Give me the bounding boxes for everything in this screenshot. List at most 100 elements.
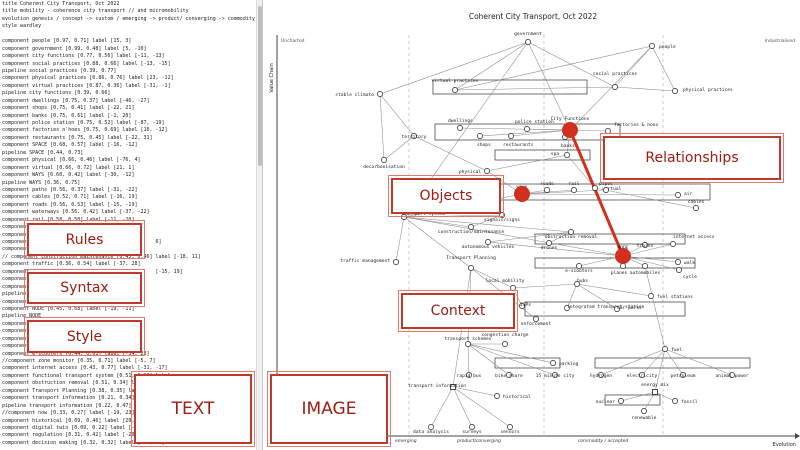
map-link: [512, 287, 523, 307]
stage-label: commodity / accepted: [578, 438, 629, 444]
map-node: [649, 43, 655, 49]
map-link: [622, 255, 679, 263]
code-line[interactable]: pipeline SPACE [0.44, 0.73]: [2, 149, 84, 156]
code-line[interactable]: component dwellings [0.75, 0.37] label […: [2, 97, 150, 104]
map-node: [524, 126, 530, 132]
code-line[interactable]: component NODE [0.45, 0.68] label [-19, …: [2, 305, 135, 312]
map-node: [466, 372, 472, 378]
stage-label: emerging: [395, 438, 417, 444]
map-node-label: 15 minute city: [536, 373, 575, 379]
code-line[interactable]: component virtual [0.66, 0.72] label [21…: [2, 164, 135, 171]
editor-scrollbar[interactable]: [256, 0, 262, 450]
code-line[interactable]: component banks [0.75, 0.61] label [-1, …: [2, 112, 132, 119]
code-line[interactable]: component people [0.97, 0.71] label [15,…: [2, 38, 132, 45]
code-line[interactable]: component waterways [0.56, 0.42] label […: [2, 209, 150, 216]
code-line[interactable]: component internet access [0.43, 0.77] l…: [2, 365, 168, 372]
map-link: [379, 41, 529, 95]
map-link: [643, 391, 656, 412]
code-line[interactable]: component: [2, 335, 30, 342]
code-line[interactable]: component: [2, 320, 30, 327]
code-line[interactable]: component: [2, 276, 30, 283]
code-line[interactable]: component: [2, 224, 30, 231]
code-line[interactable]: component 6]: [2, 239, 162, 245]
code-line[interactable]: [2, 31, 256, 38]
map-link: [620, 391, 656, 402]
map-node: [603, 187, 609, 193]
map-link: [467, 343, 470, 376]
code-line[interactable]: component restaurants [0.75, 0.45] label…: [2, 134, 153, 141]
code-line[interactable]: style wardley: [2, 23, 42, 30]
map-node: [670, 241, 676, 247]
code-line[interactable]: component paths [0.56, 0.37] label [-31,…: [2, 186, 138, 193]
scroll-thumb[interactable]: [258, 6, 262, 166]
code-line[interactable]: component city functions [0.77, 0.56] la…: [2, 53, 165, 60]
code-line[interactable]: component roads [0.56, 0.53] label [-15,…: [2, 201, 138, 208]
map-node: [381, 157, 387, 163]
map-node-label: dwellings: [448, 118, 473, 124]
code-line[interactable]: component e-scooters [0.44, 0.61] label …: [2, 350, 150, 357]
code-line[interactable]: pipeline city functions [0.39, 0.66]: [2, 90, 111, 97]
code-line[interactable]: component government [0.99, 0.48] label …: [2, 45, 147, 52]
code-line[interactable]: evolution genesis / concept -> custom / …: [2, 15, 255, 22]
code-line[interactable]: pipeline transport information [0.22, 0.…: [2, 402, 132, 409]
code-line[interactable]: component [-15, 19]: [2, 268, 183, 275]
map-link: [512, 283, 578, 289]
code-line[interactable]: pipeline social practices [0.39, 0.77]: [2, 67, 117, 74]
map-link: [470, 214, 503, 228]
code-line[interactable]: component cables [0.52, 0.71] label [-16…: [2, 194, 138, 201]
map-link: [487, 231, 572, 243]
map-node: [672, 88, 678, 94]
map-node-label: virtual practices: [431, 78, 478, 84]
map-link: [594, 187, 697, 209]
code-line[interactable]: component SPACE [0.68, 0.57] label [-16,…: [2, 142, 138, 149]
code-line[interactable]: title mobility - coherence city transpor…: [2, 8, 189, 15]
map-node-label: physical practices: [683, 87, 733, 93]
code-line[interactable]: component physical [0.66, 0.46] label [-…: [2, 157, 141, 164]
map-link: [479, 129, 571, 137]
code-line[interactable]: pipeline NODE: [2, 313, 42, 320]
map-link: [467, 343, 510, 376]
code-line[interactable]: component: [2, 298, 30, 305]
map-link: [644, 265, 666, 350]
code-line[interactable]: pipeline WAYS [0.36, 0.75]: [2, 179, 81, 186]
code-line[interactable]: component factories n'hoes [0.75, 0.69] …: [2, 127, 168, 134]
map-node: [502, 341, 508, 347]
code-line[interactable]: component shops [0.75, 0.41] label [-22,…: [2, 105, 135, 112]
code-line[interactable]: component social practices [0.88, 0.66] …: [2, 60, 171, 67]
code-line[interactable]: component: [2, 283, 30, 290]
code-line[interactable]: component police station [0.75, 0.52] la…: [2, 120, 165, 126]
map-node-label: fuel: [671, 347, 682, 353]
code-line[interactable]: component WAYS [0.60, 0.42] label [-30, …: [2, 172, 135, 179]
map-node: [506, 372, 512, 378]
map-link: [403, 214, 503, 218]
callout-rules: Rules: [24, 220, 145, 259]
map-node-label: energy mix: [641, 382, 669, 388]
code-line[interactable]: component: [2, 328, 30, 335]
map-node-label: enforcement: [521, 321, 552, 327]
code-line[interactable]: //component now [0.33, 0.27] label [-19,…: [2, 410, 135, 417]
map-link: [651, 45, 676, 92]
relationship-marker: [562, 122, 578, 138]
map-node-label: City Functions: [551, 116, 590, 122]
map-link: [664, 348, 733, 376]
map-node: [457, 125, 463, 131]
code-line[interactable]: component traffic [0.36, 0.54] label [-3…: [2, 261, 141, 268]
code-line[interactable]: component: [2, 246, 30, 253]
map-node-label: construction/maintenance: [438, 229, 505, 235]
code-line[interactable]: // component construction maintenance [0…: [2, 253, 201, 260]
code-line[interactable]: component: [2, 231, 30, 238]
map-node: [544, 187, 550, 193]
code-line[interactable]: title Coherent City Transport, Oct 2022: [2, 1, 120, 7]
code-line[interactable]: component virtual practices [0.87, 0.36]…: [2, 82, 171, 89]
map-node-label: cables: [688, 199, 705, 205]
map-link: [576, 283, 618, 310]
code-line[interactable]: component rail [0.58, 0.58] label [-11, …: [2, 216, 135, 223]
map-node-label: pipes: [599, 181, 613, 187]
map-link: [454, 41, 529, 91]
relationship-line: [568, 129, 625, 257]
code-line[interactable]: component: [2, 343, 30, 350]
code-line[interactable]: //component zone monitor [0.35, 0.71] la…: [2, 358, 156, 364]
code-line[interactable]: component physical practices [0.86, 0.76…: [2, 75, 174, 82]
